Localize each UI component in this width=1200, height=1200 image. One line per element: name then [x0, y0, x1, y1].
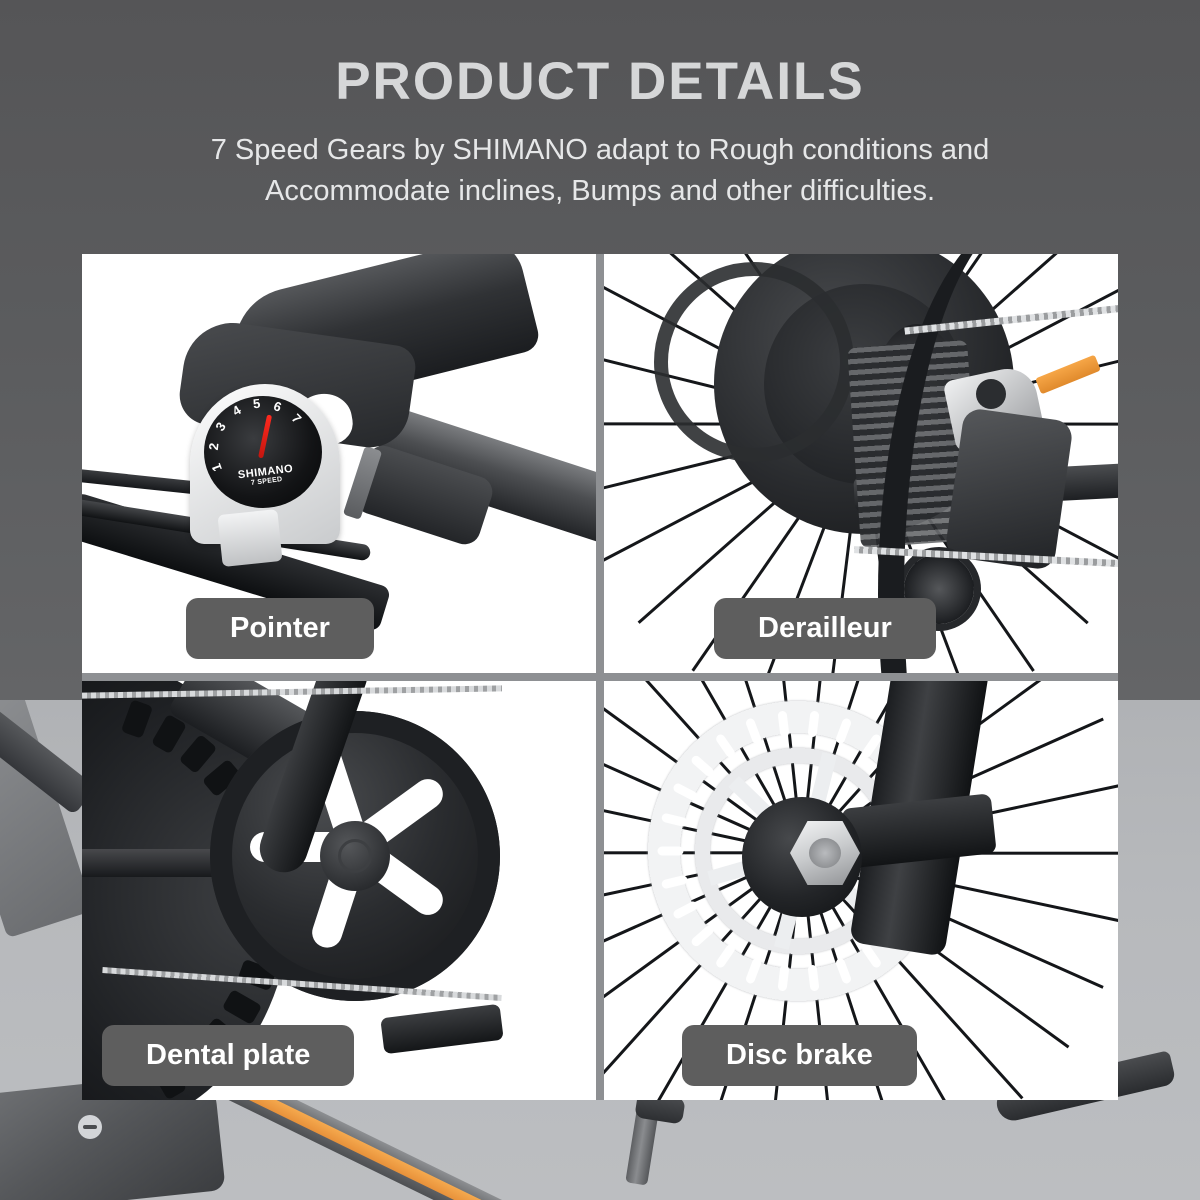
header: PRODUCT DETAILS 7 Speed Gears by SHIMANO…	[0, 0, 1200, 212]
badge-derailleur: Derailleur	[714, 598, 936, 659]
axle-end-cap	[809, 838, 841, 868]
pedal	[380, 1003, 504, 1055]
gear-number-5: 5	[252, 395, 261, 412]
badge-disc-brake: Disc brake	[682, 1025, 917, 1086]
feature-cell-derailleur[interactable]: Derailleur	[604, 254, 1118, 673]
page-title: PRODUCT DETAILS	[335, 52, 865, 111]
subtitle-line-1: 7 Speed Gears by SHIMANO adapt to Rough …	[210, 133, 990, 166]
gear-number-2: 2	[206, 442, 222, 451]
rear-rotor	[654, 262, 854, 462]
subtitle-line-2: Accommodate inclines, Bumps and other di…	[264, 174, 936, 207]
crank-bolt	[338, 839, 372, 873]
battery-keyhole-icon	[78, 1115, 102, 1139]
rotor-slot	[657, 846, 684, 856]
badge-dental-plate: Dental plate	[102, 1025, 355, 1086]
subtitle: 7 Speed Gears by SHIMANO adapt to Rough …	[0, 130, 1200, 212]
badge-pointer: Pointer	[186, 598, 374, 659]
shifter-mount-foot	[217, 509, 283, 567]
feature-cell-disc-brake[interactable]: Disc brake	[604, 681, 1118, 1100]
feature-cell-dental-plate[interactable]: Dental plate	[82, 681, 596, 1100]
